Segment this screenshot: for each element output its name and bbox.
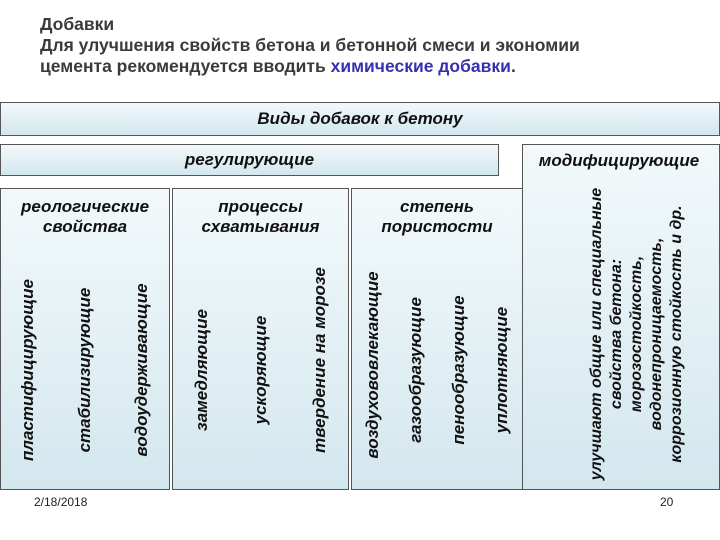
type-frost-hardening: твердение на морозе: [309, 267, 329, 453]
subtitle-line2-end: .: [510, 56, 516, 76]
subtitle-line2-start: цемента рекомендуется вводить: [40, 56, 331, 76]
col-foam-forming: пенообразующие: [437, 250, 480, 490]
type-gas-forming: газообразующие: [405, 297, 425, 443]
col-air-entraining: воздухововлекающие: [351, 240, 394, 490]
col-plasticizing: пластифицирующие: [0, 250, 56, 490]
group-setting-label: процессы схватывания: [201, 197, 320, 236]
col-accelerating: ускоряющие: [231, 250, 290, 490]
modifying-box: модифицирующие улучшают общие или специа…: [522, 144, 720, 490]
type-retarding: замедляющие: [191, 309, 211, 431]
group-setting-box: процессы схватывания: [172, 188, 349, 490]
type-accelerating: ускоряющие: [250, 315, 270, 425]
modifying-label: модифицирующие: [538, 151, 700, 170]
col-water-retaining: водоудерживающие: [114, 250, 170, 490]
root-box: Виды добавок к бетону: [0, 102, 720, 136]
modifying-note: улучшают общие или специальные свойства …: [588, 187, 685, 481]
slide-subtitle-line2: цемента рекомендуется вводить химические…: [40, 56, 700, 77]
col-frost-hardening: твердение на морозе: [290, 230, 349, 490]
footer-page-number: 20: [660, 495, 674, 509]
col-stabilizing: стабилизирующие: [57, 250, 113, 490]
regulating-label: регулирующие: [184, 150, 315, 169]
slide-title: Добавки: [40, 14, 115, 34]
slide-subtitle-line1: Для улучшения свойств бетона и бетонной …: [40, 35, 580, 55]
group-rheological-box: реологические свойства: [0, 188, 170, 490]
footer-date: 2/18/2018: [34, 495, 88, 509]
col-densifying: уплотняющие: [480, 250, 523, 490]
type-densifying: уплотняющие: [491, 306, 511, 434]
type-stabilizing: стабилизирующие: [75, 287, 94, 453]
type-plasticizing: пластифицирующие: [18, 279, 37, 461]
group-porosity-box: степень пористости: [351, 188, 523, 490]
type-air-entraining: воздухововлекающие: [362, 271, 382, 459]
col-retarding: замедляющие: [172, 250, 231, 490]
group-rheological-label: реологические свойства: [20, 197, 150, 236]
col-gas-forming: газообразующие: [394, 250, 437, 490]
highlight-text: химические добавки: [330, 56, 511, 76]
group-porosity-label: степень пористости: [381, 197, 493, 236]
type-foam-forming: пенообразующие: [448, 295, 468, 445]
slide-header: Добавки Для улучшения свойств бетона и б…: [40, 14, 700, 77]
modifying-note-column: улучшают общие или специальные свойства …: [553, 179, 720, 489]
type-water-retaining: водоудерживающие: [132, 283, 151, 457]
root-label: Виды добавок к бетону: [257, 109, 463, 128]
regulating-box: регулирующие: [0, 144, 499, 176]
